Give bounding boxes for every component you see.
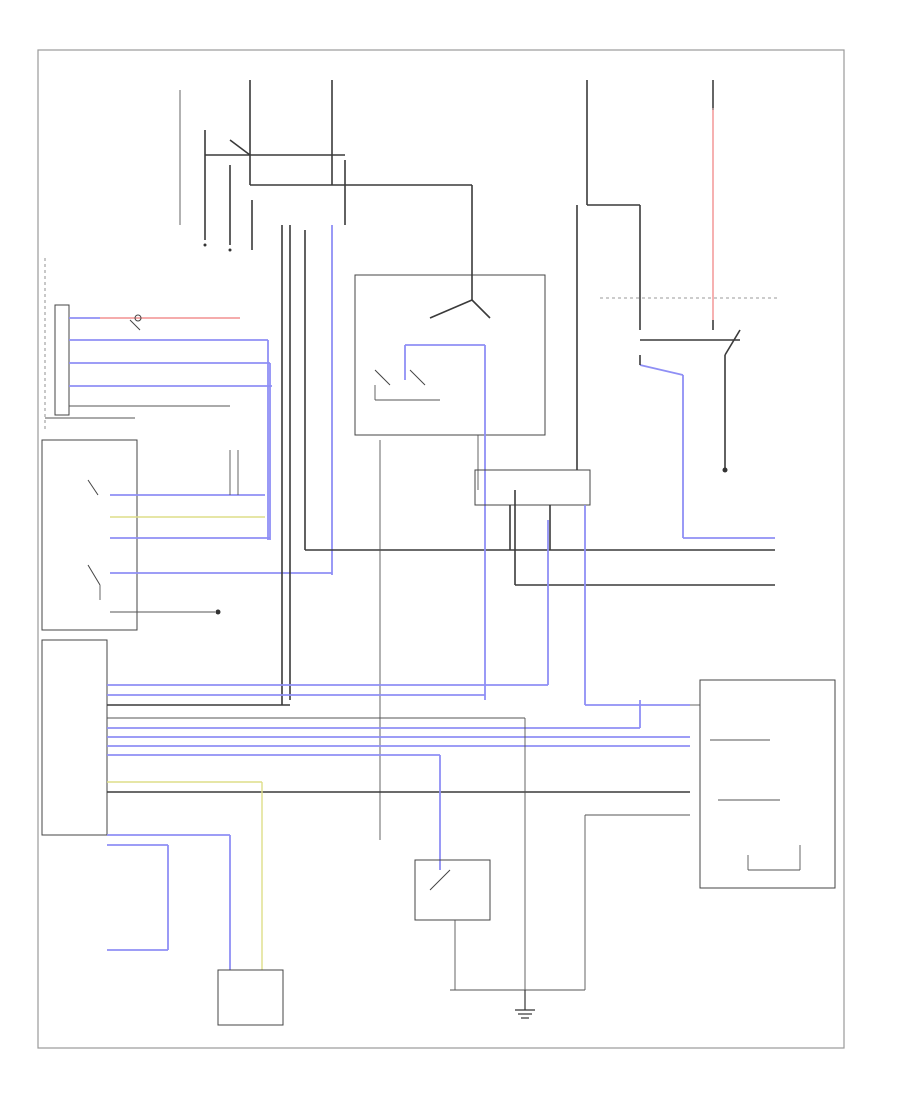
cruise-switch-box xyxy=(41,439,138,631)
ignition-switch-group xyxy=(203,130,473,255)
switch-arm xyxy=(229,139,251,156)
speed-sensor-box xyxy=(217,969,284,1026)
bottom-components xyxy=(217,467,728,1026)
vertical-harness xyxy=(281,225,775,705)
clutch-switch-box xyxy=(414,859,491,921)
ecu-connector-box xyxy=(41,639,108,836)
relay-box xyxy=(474,469,591,506)
center-relay xyxy=(474,204,780,705)
clock-spring xyxy=(44,258,272,540)
cruise-switch xyxy=(41,439,332,631)
actuator-box xyxy=(699,679,836,889)
ecu-bus xyxy=(41,639,690,990)
stop-lamp-switch xyxy=(354,255,546,840)
diagram-frame xyxy=(37,49,845,1049)
stop-lamp-switch-box xyxy=(354,274,546,436)
fuse-feeds xyxy=(179,80,714,320)
fuse-element xyxy=(712,80,714,108)
connector-left-1 xyxy=(54,304,70,416)
actuator xyxy=(690,679,836,889)
